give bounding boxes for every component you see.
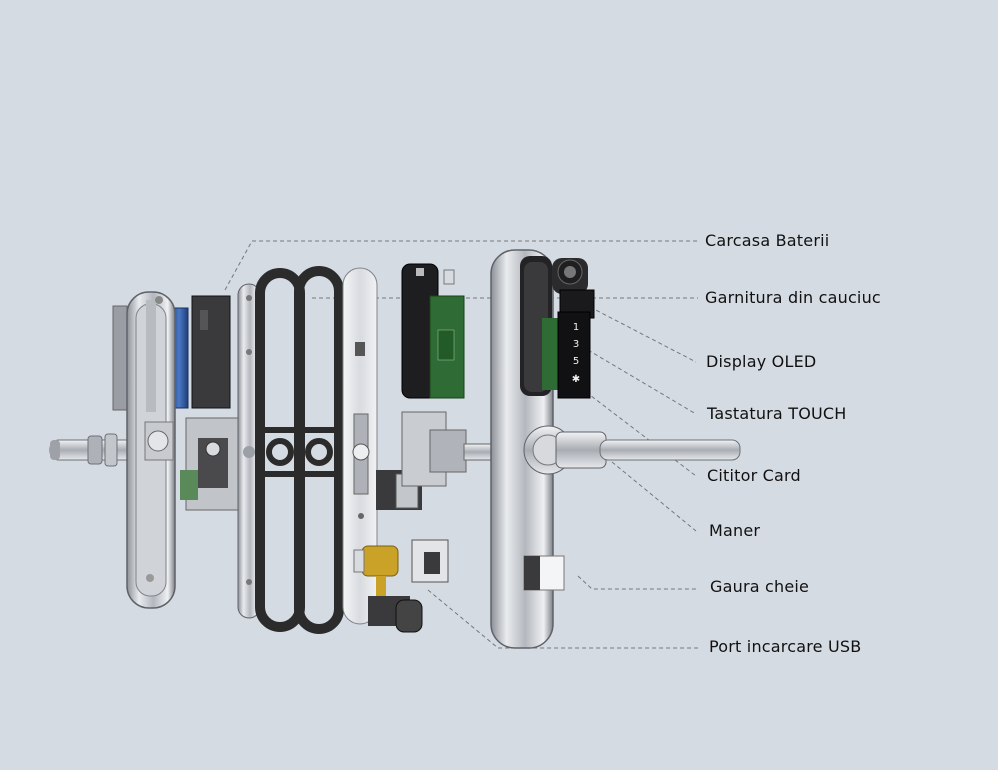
battery-case-housing xyxy=(126,291,176,609)
keypad-key-3: 3 xyxy=(573,339,579,350)
leader-card-reader xyxy=(585,391,697,477)
pcb-module xyxy=(401,263,465,399)
leader-oled-display xyxy=(589,306,697,363)
label-battery-case: Carcasa Baterii xyxy=(705,231,830,250)
keypad-key-5: 5 xyxy=(573,356,579,367)
key-cylinder xyxy=(353,545,423,633)
label-touch-keypad: Tastatura TOUCH xyxy=(707,404,847,423)
label-key-hole: Gaura cheie xyxy=(710,577,810,596)
label-handle: Maner xyxy=(709,521,761,540)
label-card-reader: Cititor Card xyxy=(707,466,801,485)
spindle-assembly xyxy=(401,411,495,583)
leader-handle xyxy=(611,461,697,532)
keypad-key-1: 1 xyxy=(573,322,579,333)
front-handle xyxy=(523,425,741,475)
label-rubber-gasket: Garnitura din cauciuc xyxy=(705,288,881,307)
keypad-key-star: ✱ xyxy=(572,374,580,385)
label-oled-display: Display OLED xyxy=(706,352,817,371)
leader-key-hole xyxy=(577,575,698,590)
leader-battery-case xyxy=(224,240,698,291)
label-usb-port: Port incarcare USB xyxy=(709,637,862,656)
leader-touch-keypad xyxy=(587,349,697,415)
rear-mechanism xyxy=(180,295,239,511)
front-panel: 1 3 5 ✱ xyxy=(490,249,595,649)
rear-thin-plate xyxy=(237,283,261,619)
leader-usb-port xyxy=(427,589,698,649)
rubber-gaskets xyxy=(255,266,344,634)
